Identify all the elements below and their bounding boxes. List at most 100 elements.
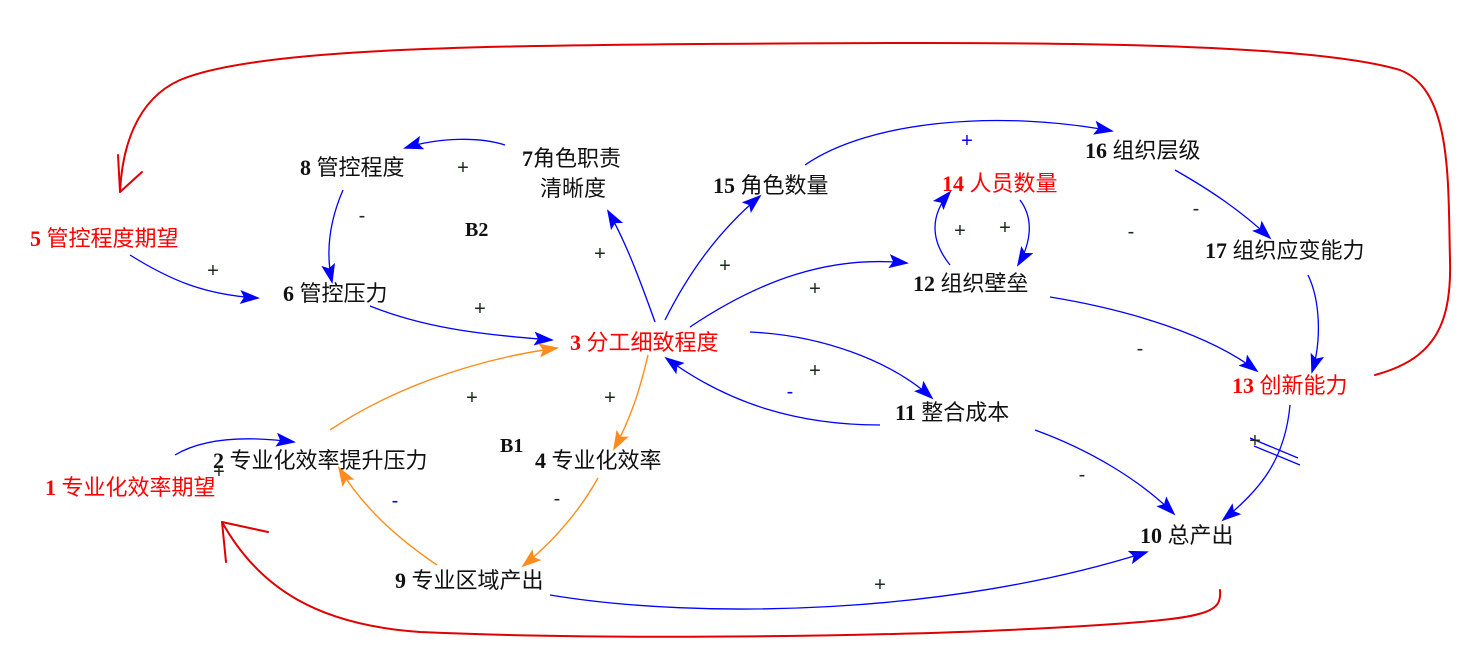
node-6-control-pressure: 6 管控压力: [283, 281, 388, 306]
node-number: 13: [1232, 373, 1254, 398]
node-number: 6: [283, 281, 294, 306]
node-label: 管控压力: [300, 281, 388, 306]
link-8-to-6: [321, 189, 344, 284]
polarity-3-to-7: +: [594, 243, 606, 265]
node-label: 角色数量: [741, 173, 829, 198]
link-3-to-4: [613, 354, 649, 451]
node-label: 专业区域产出: [412, 568, 544, 593]
polarity-8-to-6: -: [359, 205, 366, 227]
node-12-org-barriers: 12 组织壁垒: [913, 271, 1029, 296]
node-number: 12: [913, 271, 935, 296]
polarity-4-to-9: -: [554, 488, 561, 510]
node-number: 9: [395, 568, 406, 593]
link-3-to-7: [606, 209, 656, 323]
link-12-to-14: [932, 190, 952, 266]
node-number: 2: [213, 448, 224, 473]
polarity-extra: -: [1128, 221, 1135, 243]
polarity-11-to-10: -: [1079, 464, 1086, 486]
polarity-3-to-15: +: [719, 255, 731, 277]
node-number: 5: [30, 226, 41, 251]
node-5-control-expectation: 5 管控程度期望: [30, 226, 179, 251]
node-2-efficiency-pressure: 2 专业化效率提升压力: [213, 448, 428, 473]
polarity-9-to-2: -: [392, 490, 399, 512]
link-16-to-17: [1174, 169, 1272, 240]
node-number: 11: [895, 400, 916, 425]
loop-label-b2: B2: [465, 219, 488, 241]
node-label-line1: 角色职责: [533, 146, 621, 171]
polarity-6-to-3: +: [474, 298, 486, 320]
link-7-to-8: [403, 135, 506, 150]
node-label: 管控程度: [317, 155, 405, 180]
node-label: 专业化效率期望: [62, 475, 216, 500]
polarity-3-to-12: +: [809, 278, 821, 300]
link-4-to-9: [521, 477, 599, 568]
node-16-org-levels: 16 组织层级: [1085, 138, 1201, 163]
link-6-to-3: [369, 305, 554, 346]
polarity-11-to-3: -: [787, 381, 794, 403]
node-label: 总产出: [1168, 523, 1234, 548]
link-12-to-13: [1049, 296, 1259, 373]
node-number: 15: [713, 173, 735, 198]
red-loop-top: [119, 42, 1452, 376]
node-number: 4: [535, 448, 546, 473]
link-5-to-6: [129, 254, 260, 304]
node-label: 创新能力: [1260, 373, 1348, 398]
polarity-5-to-6: +: [207, 260, 219, 282]
link-13-to-10: [1221, 404, 1291, 522]
link-11-to-3: [664, 356, 881, 426]
node-label: 专业化效率提升压力: [230, 448, 428, 473]
node-13-innovation: 13 创新能力: [1232, 373, 1348, 398]
delay-mark-2: [1253, 445, 1301, 466]
node-number: 7: [522, 146, 533, 171]
node-number: 8: [300, 155, 311, 180]
polarity-13-to-10: +: [1249, 430, 1261, 452]
link-1-to-2: [174, 432, 296, 456]
node-number: 10: [1140, 523, 1162, 548]
node-9-specialized-output: 9 专业区域产出: [395, 568, 544, 593]
polarity-12-to-14: +: [954, 220, 966, 242]
node-14-headcount: 14 人员数量: [942, 171, 1058, 196]
red-loop-bottom: [221, 521, 1222, 638]
node-7-role-clarity-line2: 清晰度: [540, 176, 606, 201]
node-label: 分工细致程度: [587, 330, 719, 355]
node-8-control-degree: 8 管控程度: [300, 155, 405, 180]
node-number: 14: [942, 171, 964, 196]
red-loop-bottom-arrowhead: [221, 521, 269, 563]
node-number: 3: [570, 330, 581, 355]
polarity-9-to-10: +: [874, 574, 886, 596]
node-11-integration-cost: 11 整合成本: [895, 400, 1009, 425]
polarity-12-to-13: -: [1137, 338, 1144, 360]
node-label: 组织层级: [1113, 138, 1201, 163]
polarity-3-to-4: +: [604, 387, 616, 409]
red-loop-top-arrowhead: [117, 154, 143, 193]
link-3-to-11: [749, 331, 934, 400]
node-number: 1: [45, 475, 56, 500]
polarity-7-to-8: +: [457, 157, 469, 179]
node-10-total-output: 10 总产出: [1140, 523, 1234, 548]
link-11-to-10: [1034, 429, 1176, 516]
node-1-efficiency-expectation: 1 专业化效率期望: [45, 475, 216, 500]
node-number: 16: [1085, 138, 1107, 163]
loop-label-b1: B1: [500, 435, 523, 457]
polarity-3-to-11: +: [809, 360, 821, 382]
polarity-1-to-2: +: [213, 461, 225, 483]
polarity-15-to-16: +: [961, 130, 973, 152]
node-label: 组织应变能力: [1233, 238, 1365, 263]
node-7-role-clarity: 7角色职责: [522, 146, 621, 171]
node-17-org-adaptability: 17 组织应变能力: [1205, 238, 1365, 263]
node-number: 17: [1205, 238, 1227, 263]
link-15-to-16: [804, 119, 1114, 166]
link-14-to-12: [1016, 199, 1034, 267]
link-3-to-12: [689, 254, 909, 328]
link-9-to-2: [337, 466, 438, 566]
polarity-16-to-17: -: [1193, 198, 1200, 220]
node-label: 组织壁垒: [941, 271, 1029, 296]
polarity-2-to-3: +: [466, 387, 478, 409]
node-label: 管控程度期望: [47, 226, 179, 251]
node-label: 整合成本: [921, 400, 1009, 425]
delay-mark-1: [1249, 437, 1299, 459]
link-9-to-10: [549, 550, 1149, 610]
node-15-role-count: 15 角色数量: [713, 173, 829, 198]
polarity-14-to-12: +: [999, 217, 1011, 239]
